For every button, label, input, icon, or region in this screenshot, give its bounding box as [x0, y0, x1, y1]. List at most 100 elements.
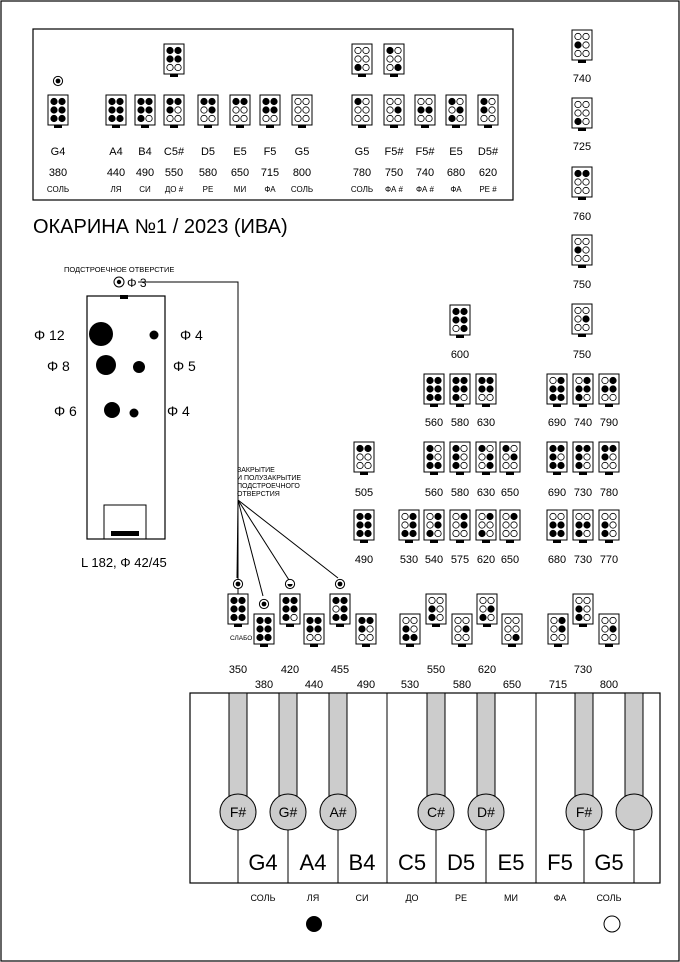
- top-frequency-label: 380: [49, 167, 67, 179]
- finger-hole: [386, 106, 394, 114]
- tuning-hole-dot: [116, 279, 122, 285]
- finger-hole: [609, 633, 617, 642]
- row-560b-fingering: 580: [449, 441, 471, 499]
- finger-hole: [479, 605, 487, 613]
- finger-hole: [582, 315, 590, 323]
- white-key-note: G4: [248, 850, 277, 875]
- finger-hole: [166, 63, 174, 72]
- finger-hole: [290, 605, 298, 613]
- finger-hole: [488, 97, 496, 106]
- fingering: [546, 441, 568, 475]
- finger-hole: [290, 613, 298, 622]
- finger-hole: [557, 453, 565, 461]
- finger-hole: [356, 521, 364, 529]
- fingering: [499, 441, 521, 475]
- finger-hole: [549, 444, 557, 453]
- finger-hole: [294, 106, 302, 114]
- finger-hole: [386, 97, 394, 106]
- fingering-frequency: 560: [425, 487, 443, 499]
- finger-hole: [402, 633, 410, 642]
- finger-hole: [262, 114, 270, 123]
- finger-hole: [137, 114, 145, 123]
- finger-hole: [478, 453, 486, 461]
- finger-hole: [50, 97, 58, 106]
- row-560b-fingering: 560: [423, 441, 445, 499]
- fingering-mouthpiece: [483, 624, 491, 627]
- finger-hole: [306, 625, 314, 633]
- fingering: [425, 593, 447, 627]
- label-hole-phi6: Φ 6: [54, 403, 77, 419]
- fingering: [449, 373, 471, 407]
- finger-hole: [434, 512, 442, 521]
- finger-hole: [486, 376, 494, 385]
- hole-phi12: [89, 322, 113, 346]
- finger-hole: [478, 521, 486, 529]
- finger-hole: [314, 625, 322, 633]
- row-690-fingering: 690: [546, 373, 568, 429]
- finger-hole: [479, 613, 487, 622]
- finger-hole: [208, 106, 216, 114]
- stagger-fingering: [355, 613, 377, 647]
- finger-hole: [332, 613, 340, 622]
- mark-dot: [261, 601, 267, 607]
- black-key: [615, 692, 653, 883]
- finger-hole: [462, 616, 470, 625]
- top-solfege-label: ФА: [450, 185, 462, 194]
- finger-hole: [504, 633, 512, 642]
- finger-hole: [426, 453, 434, 461]
- right-column-fingering: 750: [571, 234, 593, 291]
- finger-hole: [456, 106, 464, 114]
- hole-phi5: [133, 361, 145, 373]
- finger-hole: [609, 512, 617, 521]
- top-fingering: [229, 94, 251, 128]
- fingering-mouthpiece: [204, 125, 212, 128]
- finger-hole: [452, 307, 460, 316]
- finger-hole: [510, 444, 518, 453]
- finger-hole: [454, 616, 462, 625]
- finger-hole: [549, 453, 557, 461]
- finger-hole: [409, 512, 417, 521]
- fingering-frequency: 560: [425, 417, 443, 429]
- finger-hole: [583, 393, 591, 402]
- finger-hole: [302, 106, 310, 114]
- fingering: [423, 509, 445, 543]
- finger-hole: [200, 106, 208, 114]
- finger-hole: [166, 46, 174, 55]
- finger-hole: [504, 616, 512, 625]
- fingering-mouthpiece: [605, 540, 613, 543]
- fingering-mouthpiece: [362, 644, 370, 647]
- top-solfege-label: СОЛЬ: [351, 185, 373, 194]
- finger-hole: [582, 117, 590, 126]
- hole-phi4-upper: [149, 330, 159, 340]
- row-680-fingering: 730: [572, 509, 594, 566]
- finger-hole: [582, 109, 590, 117]
- finger-hole: [264, 633, 272, 642]
- finger-hole: [574, 178, 582, 186]
- fingering: [355, 613, 377, 647]
- finger-hole: [232, 97, 240, 106]
- finger-hole: [434, 376, 442, 385]
- finger-hole: [502, 529, 510, 538]
- stagger-bottom-frequency: 490: [357, 679, 375, 691]
- finger-hole: [448, 114, 456, 123]
- finger-hole: [426, 529, 434, 538]
- finger-hole: [480, 97, 488, 106]
- finger-hole: [262, 106, 270, 114]
- fingering-mouthpiece: [260, 644, 268, 647]
- finger-hole: [362, 97, 370, 106]
- finger-hole: [208, 114, 216, 123]
- finger-hole: [601, 529, 609, 538]
- fingering-mouthpiece: [578, 128, 586, 131]
- top-note-label: G5: [295, 146, 310, 158]
- fingering: [571, 29, 593, 63]
- finger-hole: [480, 114, 488, 123]
- finger-hole: [574, 254, 582, 263]
- finger-hole: [460, 461, 468, 470]
- mouthpiece-outline: [103, 504, 147, 540]
- finger-hole: [550, 625, 558, 633]
- finger-hole: [574, 100, 582, 109]
- fingering-frequency: 770: [600, 554, 618, 566]
- finger-hole: [426, 444, 434, 453]
